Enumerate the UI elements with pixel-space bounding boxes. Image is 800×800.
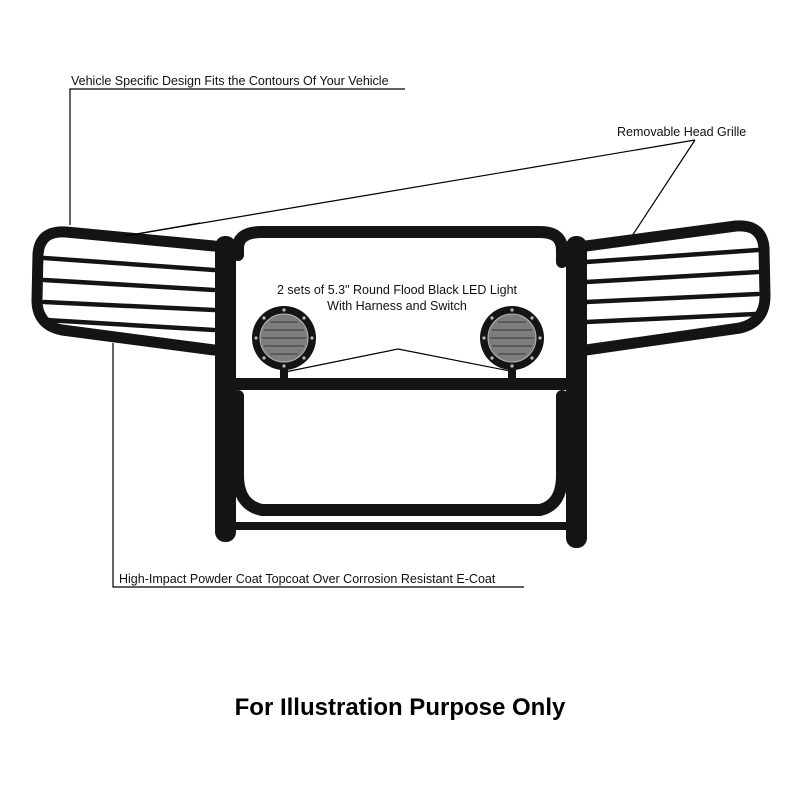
callout-grille: Removable Head Grille	[617, 125, 747, 139]
left-wing-rail	[41, 299, 217, 313]
leader-coating	[112, 343, 524, 588]
leader-grille-right	[631, 139, 696, 237]
left-wing-outer-tube	[31, 226, 220, 356]
left-upright	[215, 236, 236, 542]
left-wing	[31, 226, 220, 356]
callout-led-line2: With Harness and Switch	[327, 299, 467, 313]
right-wing-rail	[583, 269, 761, 285]
led-light-right	[480, 306, 544, 378]
right-wing	[580, 220, 771, 356]
leader-grille-left-tip	[124, 222, 201, 237]
center-frame	[226, 226, 574, 530]
footer-disclaimer: For Illustration Purpose Only	[234, 694, 566, 721]
lower-hoop	[232, 390, 568, 516]
callout-coating: High-Impact Powder Coat Topcoat Over Cor…	[119, 572, 496, 586]
center-hoop	[232, 226, 568, 268]
leader-led	[284, 348, 516, 373]
led-light-left	[252, 306, 316, 378]
callout-design: Vehicle Specific Design Fits the Contour…	[71, 74, 389, 88]
left-wing-rail	[41, 255, 217, 273]
right-wing-rail	[583, 247, 761, 265]
right-wing-rail	[583, 311, 759, 325]
left-wing-rail	[41, 277, 217, 293]
leader-design	[69, 88, 405, 225]
right-wing-outer-tube	[580, 220, 771, 356]
leader-grille-left	[124, 139, 696, 237]
right-upright	[566, 236, 587, 548]
right-wing-rail	[583, 291, 761, 305]
left-wing-rail	[43, 317, 217, 333]
callout-led: 2 sets of 5.3" Round Flood Black LED Lig…	[262, 282, 532, 314]
leader-lines	[69, 88, 696, 588]
callout-led-line1: 2 sets of 5.3" Round Flood Black LED Lig…	[277, 283, 517, 297]
